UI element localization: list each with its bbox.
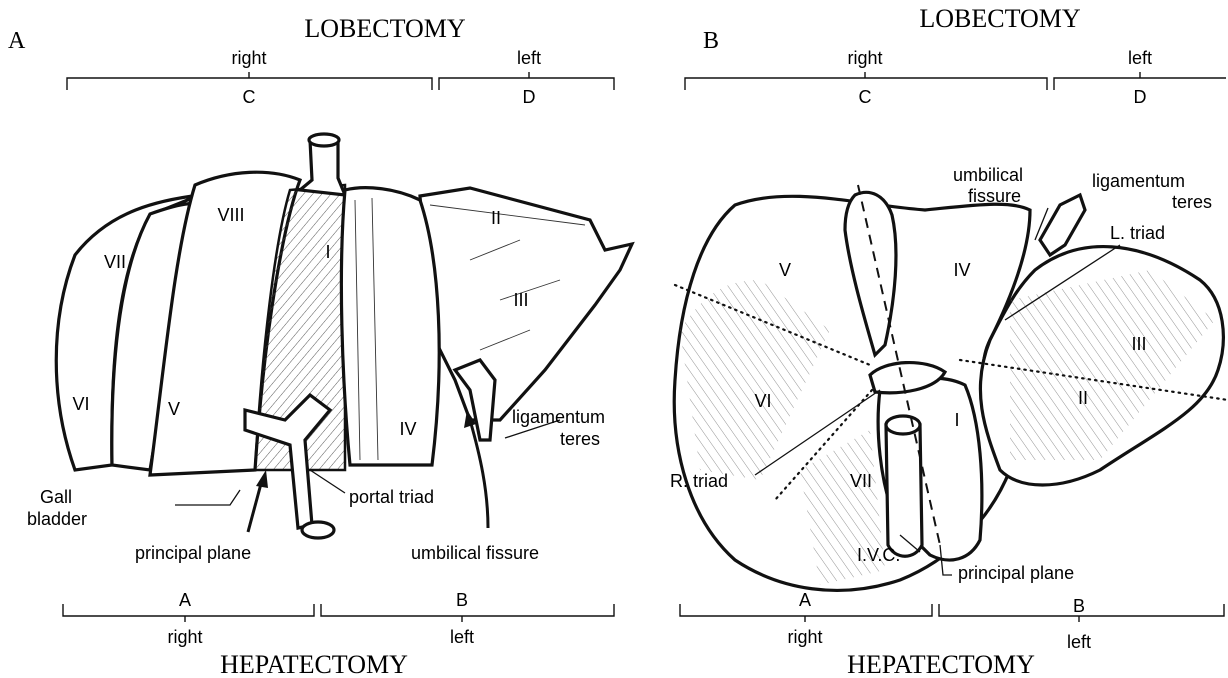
segment-label: V — [168, 399, 180, 419]
segment-label: III — [513, 290, 528, 310]
segment-label: VII — [104, 252, 126, 272]
gall-bladder-label: bladder — [27, 509, 87, 529]
bracket-letter: D — [1134, 87, 1147, 107]
panel-b: B LOBECTOMY right C left D — [670, 4, 1228, 678]
segment-label: VI — [754, 391, 771, 411]
umbilical-fissure-b-label: fissure — [968, 186, 1021, 206]
umbilical-fissure-label: umbilical fissure — [411, 543, 539, 563]
segment-label: IV — [399, 419, 416, 439]
ivc-label: I.V.C. — [857, 545, 900, 565]
portal-stump — [302, 522, 334, 538]
panel-b-bottom-heading: HEPATECTOMY — [847, 650, 1035, 678]
panel-b-bottom-bracket-right: A right — [680, 590, 932, 647]
panel-a-bottom-heading: HEPATECTOMY — [220, 650, 408, 678]
panel-b-top-heading: LOBECTOMY — [919, 4, 1081, 33]
panel-a-top-heading: LOBECTOMY — [304, 14, 466, 43]
bracket-side-label: right — [787, 627, 822, 647]
panel-b-letter: B — [703, 28, 719, 54]
segment-label: II — [491, 208, 501, 228]
bracket-side-label: left — [450, 627, 474, 647]
panel-b-top-bracket-right: right C — [685, 48, 1047, 107]
segment-label: V — [779, 260, 791, 280]
segment-label: VI — [72, 394, 89, 414]
segment-label: I — [954, 410, 959, 430]
panel-b-bottom-bracket-left: B left — [939, 596, 1224, 652]
ivc-top-ellipse — [309, 134, 339, 146]
principal-plane-b-label: principal plane — [958, 563, 1074, 583]
bracket-side-label: right — [847, 48, 882, 68]
bracket-letter: A — [179, 590, 191, 610]
segment-iv-shape — [341, 188, 439, 465]
panel-a-letter: A — [8, 28, 26, 54]
bracket-letter: C — [243, 87, 256, 107]
panel-a: A LOBECTOMY right C left D — [8, 14, 632, 678]
segment-label: VII — [850, 471, 872, 491]
panel-a-liver-drawing — [56, 134, 632, 538]
principal-plane-label: principal plane — [135, 543, 251, 563]
ivc-b-shape — [886, 425, 922, 556]
bracket-side-label: right — [231, 48, 266, 68]
ligamentum-teres-b-label: teres — [1172, 192, 1212, 212]
bracket-side-label: left — [1128, 48, 1152, 68]
ivc-shape — [300, 140, 345, 195]
l-triad-label: L. triad — [1110, 223, 1165, 243]
ligamentum-teres-b-label: ligamentum — [1092, 171, 1185, 191]
bracket-letter: A — [799, 590, 811, 610]
bracket-letter: B — [1073, 596, 1085, 616]
gall-bladder-label: Gall — [40, 487, 72, 507]
ivc-b-top — [886, 416, 920, 434]
panel-a-top-bracket-left: left D — [439, 48, 614, 107]
bracket-letter: C — [859, 87, 872, 107]
bracket-side-label: left — [1067, 632, 1091, 652]
portal-triad-label: portal triad — [349, 487, 434, 507]
panel-a-bottom-bracket-right: A right — [63, 590, 314, 647]
panel-a-top-bracket-right: right C — [67, 48, 432, 107]
ligamentum-label: teres — [560, 429, 600, 449]
segment-label: II — [1078, 388, 1088, 408]
bracket-letter: B — [456, 590, 468, 610]
panel-b-liver-drawing — [674, 185, 1228, 590]
segment-label: IV — [953, 260, 970, 280]
segment-label: III — [1131, 334, 1146, 354]
bracket-letter: D — [523, 87, 536, 107]
segment-label: I — [325, 242, 330, 262]
umbilical-fissure-b-label: umbilical — [953, 165, 1023, 185]
bracket-side-label: right — [167, 627, 202, 647]
ligamentum-label: ligamentum — [512, 407, 605, 427]
bracket-side-label: left — [517, 48, 541, 68]
panel-b-top-bracket-left: left D — [1054, 48, 1226, 107]
ligamentum-teres-b-shape — [1040, 195, 1085, 255]
r-triad-label: R. triad — [670, 471, 728, 491]
segment-label: VIII — [217, 205, 244, 225]
panel-a-bottom-bracket-left: B left — [321, 590, 614, 647]
